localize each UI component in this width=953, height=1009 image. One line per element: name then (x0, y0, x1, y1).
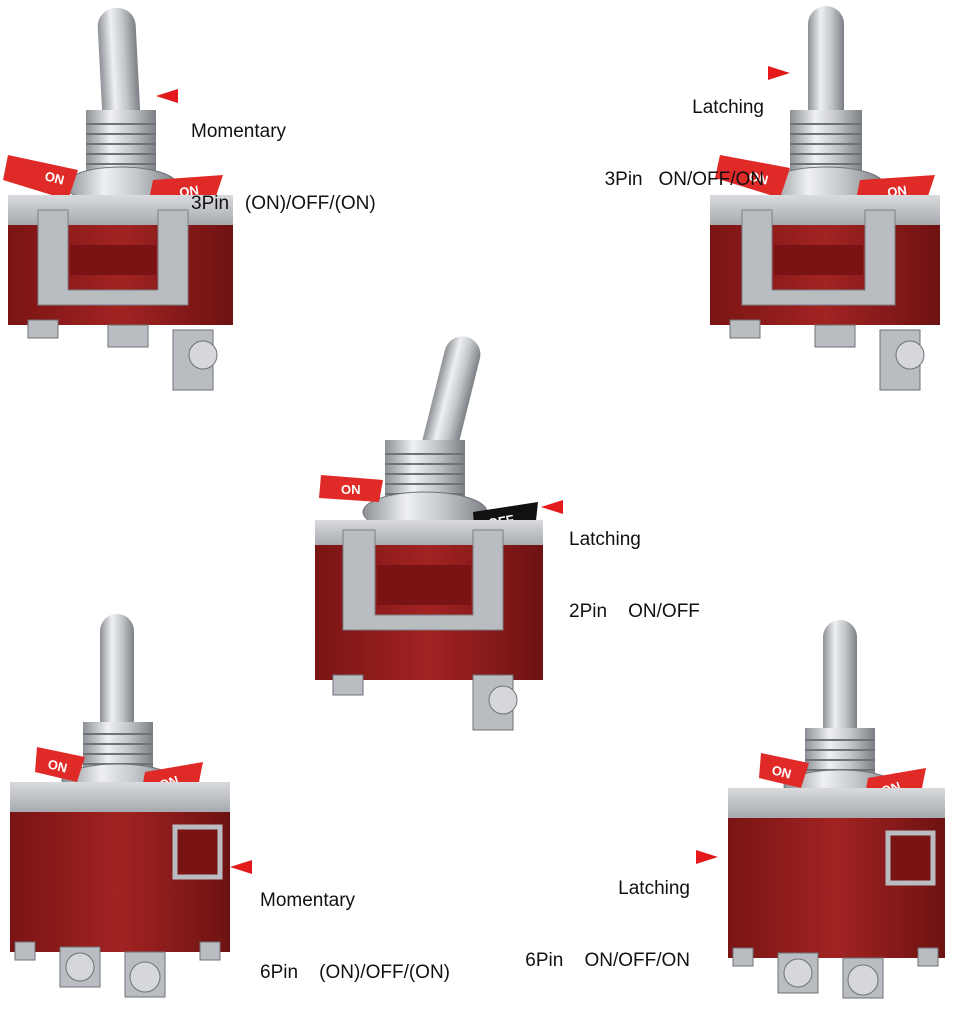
label-bottom-right: Latching 6Pin ON/OFF/ON (500, 829, 690, 997)
label-type: Momentary (191, 121, 287, 142)
label-spec: 6Pin ON/OFF/ON (525, 950, 690, 971)
switch-center: ON OFF (313, 330, 548, 731)
switch-bottom-right: ON ON (723, 618, 951, 1000)
switch-bottom-left: ON ON (5, 612, 235, 1000)
label-top-right: Latching 3Pin ON/OFF/ON (580, 48, 764, 216)
arrow-top-left (156, 89, 178, 103)
toggle-switch-image: ON ON (710, 6, 940, 391)
arrow-center (541, 500, 563, 514)
plate-left-text: ON (770, 762, 793, 781)
label-center: Latching 2Pin ON/OFF (569, 480, 700, 648)
arrow-bottom-right (696, 850, 718, 864)
plate-left-label (3, 155, 78, 200)
plate-left-text: ON (341, 482, 361, 497)
plate-left-text: ON (747, 168, 770, 187)
switch-top-left: ON ON (3, 0, 238, 400)
label-spec: 6Pin (ON)/OFF/(ON) (260, 962, 450, 983)
switch-top-right: ON ON (710, 0, 945, 400)
plate-left-text: ON (43, 168, 66, 187)
label-type: Latching (692, 97, 764, 118)
arrow-top-right (768, 66, 790, 80)
label-spec: 2Pin ON/OFF (569, 601, 700, 622)
plate-left-text: ON (46, 756, 69, 775)
label-spec: 3Pin (ON)/OFF/(ON) (191, 193, 376, 214)
label-top-left: Momentary 3Pin (ON)/OFF/(ON) (191, 72, 376, 240)
arrow-bottom-left (230, 860, 252, 874)
toggle-switch-image: ON ON (10, 614, 230, 998)
label-spec: 3Pin ON/OFF/ON (604, 169, 764, 190)
toggle-switch-image: ON ON (3, 8, 233, 391)
label-type: Latching (569, 529, 641, 550)
label-type: Momentary (260, 890, 356, 911)
toggle-switch-image: ON OFF (315, 336, 543, 731)
label-bottom-left: Momentary 6Pin (ON)/OFF/(ON) (260, 841, 450, 1009)
label-type: Latching (618, 878, 690, 899)
toggle-switch-image: ON ON (728, 620, 945, 999)
